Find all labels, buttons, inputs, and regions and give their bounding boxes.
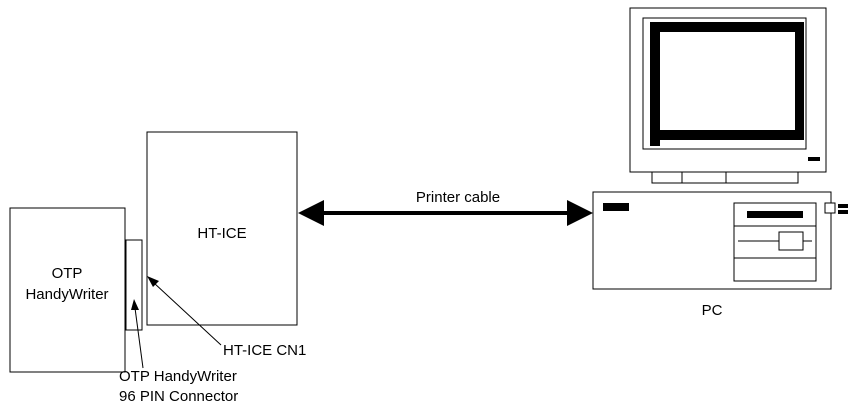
otp-handywriter-label-line2: HandyWriter: [25, 286, 108, 303]
printer-cable-arrow: [298, 200, 593, 226]
otp-handywriter-label-line1: OTP: [52, 265, 83, 282]
96-pin-connector-label-line1: OTP HandyWriter: [119, 368, 237, 385]
pc-icon: [592, 7, 848, 290]
ht-ice-label: HT-ICE: [197, 225, 246, 242]
96-pin-connector-label-line2: 96 PIN Connector: [119, 388, 238, 405]
ht-ice-cn1-pointer: [147, 276, 222, 346]
otp-handywriter-box: [9, 207, 126, 373]
printer-cable-label: Printer cable: [416, 189, 500, 206]
96-pin-connector: [125, 239, 143, 331]
pc-label: PC: [702, 302, 723, 319]
ht-ice-box: [146, 131, 298, 326]
96-pin-connector-pointer: [131, 299, 144, 369]
ht-ice-cn1-label: HT-ICE CN1: [223, 342, 306, 359]
